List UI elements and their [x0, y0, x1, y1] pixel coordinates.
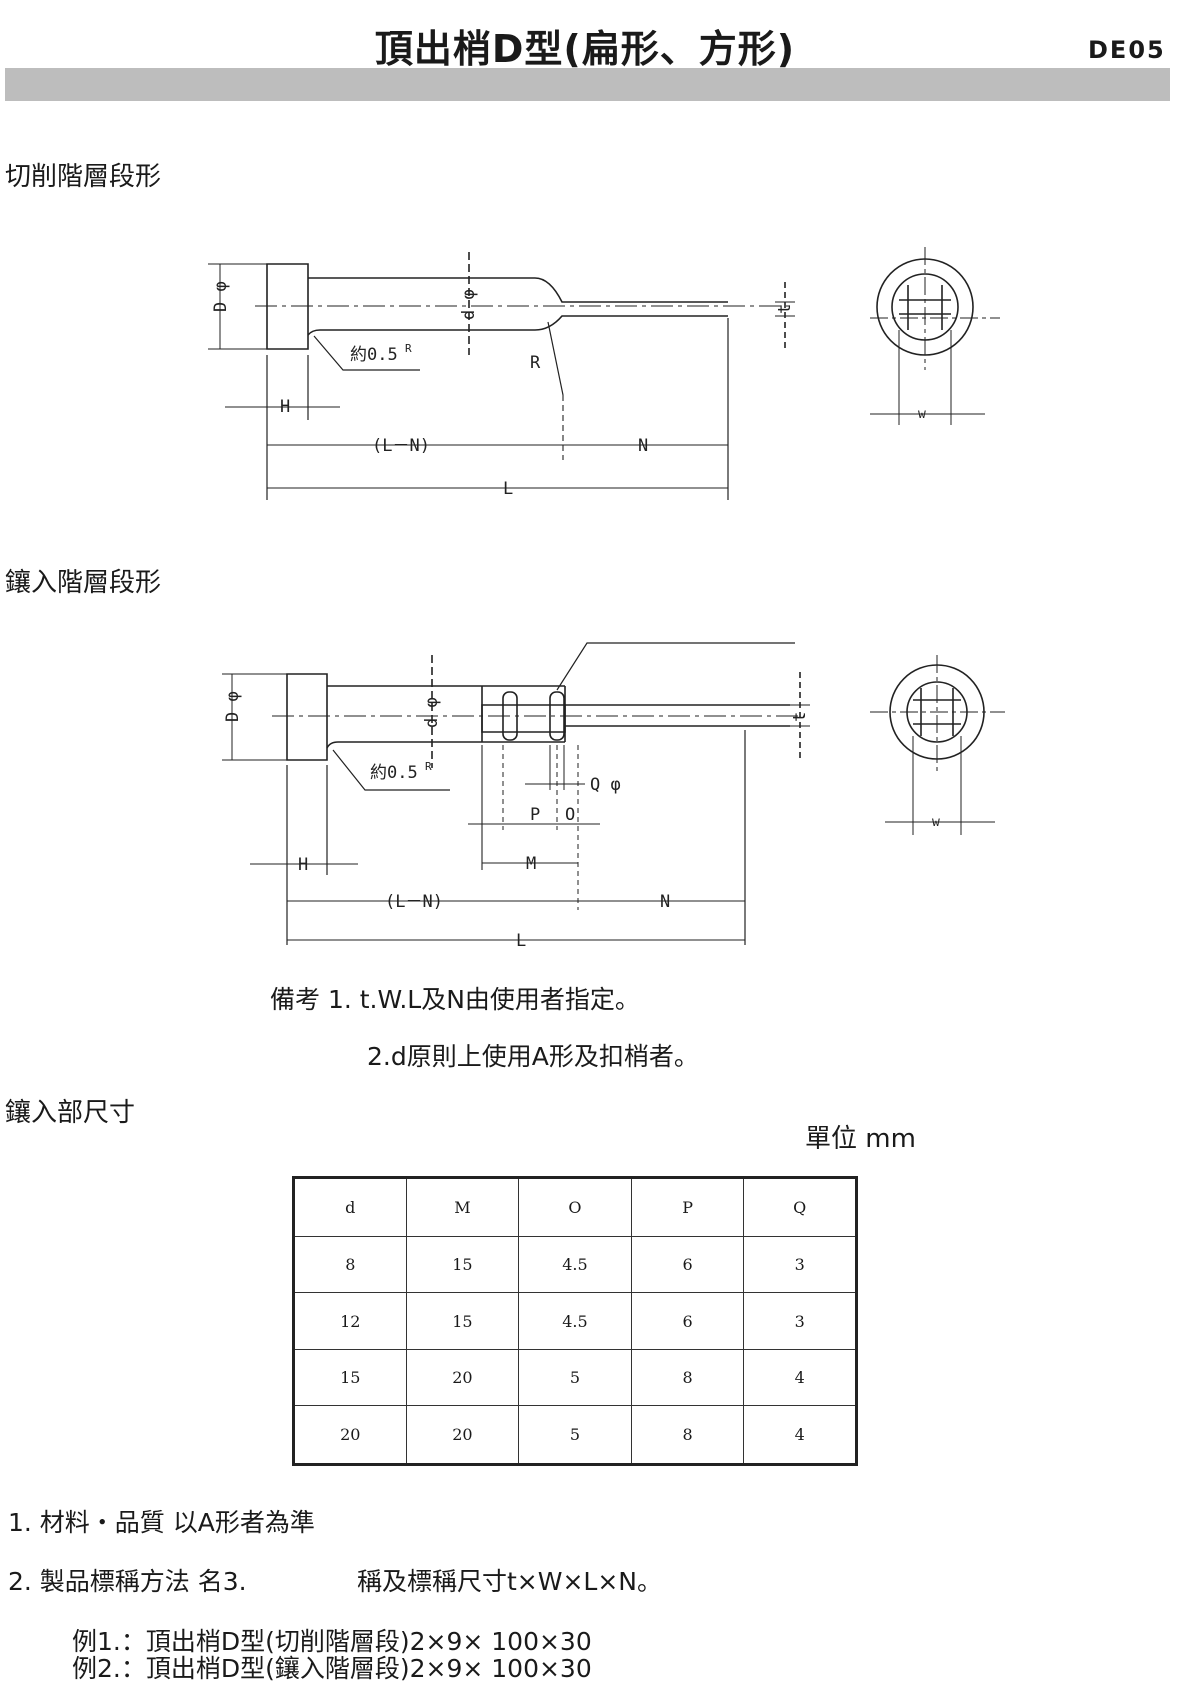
fig1-body-bottom — [308, 316, 728, 335]
page-code: DE05 — [1088, 36, 1166, 64]
fig2-P-label: P — [530, 805, 540, 825]
fig2-t-label: t — [790, 712, 810, 722]
section-cut-label: 切削階層段形 — [5, 162, 162, 192]
page-title: 頂出梢D型(扁形、方形) — [374, 27, 796, 71]
table-cell: 6 — [630, 1235, 745, 1294]
table-header-row: d M O P Q — [293, 1177, 857, 1237]
fig2-D-label: D φ — [223, 691, 243, 722]
fig1-R-label: R — [530, 353, 541, 373]
table-cell: 3 — [743, 1292, 857, 1350]
table-cell: 20 — [405, 1405, 520, 1465]
fig1-d-label: d φ — [459, 289, 479, 320]
figure-insert-stepped: D φ d φ 約0.5 R Q φ P O M H (L－N) N L t w — [0, 0, 1200, 951]
fig1-L-label: L — [503, 479, 513, 499]
fig1-H-label: H — [280, 397, 290, 417]
fig2-fillet-r: R — [425, 760, 432, 773]
figure-cut-stepped: D φ d φ 約0.5 R R H (L－N) N L t w — [0, 0, 1200, 520]
fig2-head — [287, 674, 327, 760]
fig2-O-label: O — [565, 805, 575, 825]
table-cell: 20 — [293, 1405, 407, 1465]
fig1-body-top — [308, 278, 728, 302]
fig2-Q-label: Q φ — [590, 775, 621, 795]
fig2-L-label: L — [516, 931, 526, 951]
table-cell: 4.5 — [518, 1292, 632, 1350]
table-row: 15 20 5 8 4 — [293, 1348, 857, 1407]
table-cell: 4 — [743, 1348, 857, 1407]
table-cell: 15 — [405, 1292, 520, 1350]
table-row: 12 15 4.5 6 3 — [293, 1292, 857, 1350]
table-header-Q: Q — [743, 1177, 857, 1237]
insert-dims-table: d M O P Q 8 15 4.5 6 3 12 15 4.5 6 3 15 … — [292, 1176, 858, 1466]
section-insert-dims-label: 鑲入部尺寸 — [5, 1098, 136, 1128]
example-1: 例1.：頂出梢D型(切削階層段)2×9× 100×30 — [72, 1627, 592, 1656]
note-naming-a: 2. 製品標稱方法 名3. — [8, 1567, 247, 1596]
fig1-D-label: D φ — [211, 281, 231, 312]
table-cell: 3 — [743, 1235, 857, 1294]
fig2-M-label: M — [526, 854, 536, 874]
fig1-t-label: t — [775, 304, 795, 314]
table-row: 8 15 4.5 6 3 — [293, 1235, 857, 1294]
fig1-N-label: N — [638, 436, 648, 456]
fig1-fillet-r: R — [405, 342, 412, 355]
fig2-LN-label: (L－N) — [385, 892, 443, 912]
fig1-LN-label: (L－N) — [372, 436, 430, 456]
note-material: 1. 材料・品質 以A形者為準 — [8, 1508, 315, 1537]
table-cell: 8 — [630, 1348, 745, 1407]
table-cell: 15 — [405, 1235, 520, 1294]
remark-2: 2.d原則上使用A形及扣梢者。 — [367, 1042, 699, 1071]
unit-label: 單位 mm — [805, 1124, 916, 1154]
table-cell: 6 — [630, 1292, 745, 1350]
table-cell: 8 — [630, 1405, 745, 1465]
table-header-P: P — [630, 1177, 745, 1237]
table-cell: 5 — [518, 1405, 632, 1465]
fig1-fillet-label: 約0.5 — [350, 345, 398, 365]
fig2-H-label: H — [298, 855, 308, 875]
remark-1: 備考 1. t.W.L及N由使用者指定。 — [270, 985, 640, 1014]
table-header-M: M — [405, 1177, 520, 1237]
title-bar — [5, 68, 1170, 101]
fig2-insert — [482, 705, 565, 732]
section-insert-label: 鑲入階層段形 — [5, 568, 162, 598]
table-cell: 5 — [518, 1348, 632, 1407]
table-cell: 15 — [293, 1348, 407, 1407]
fig1-w-label: w — [918, 407, 926, 422]
fig2-d-label: d φ — [422, 697, 442, 728]
table-cell: 4 — [743, 1405, 857, 1465]
table-row: 20 20 5 8 4 — [293, 1405, 857, 1465]
table-cell: 8 — [293, 1235, 407, 1294]
table-header-d: d — [293, 1177, 407, 1237]
fig2-fillet-label: 約0.5 — [370, 763, 418, 783]
table-header-O: O — [518, 1177, 632, 1237]
fig2-N-label: N — [660, 892, 670, 912]
table-cell: 12 — [293, 1292, 407, 1350]
table-cell: 20 — [405, 1348, 520, 1407]
note-naming-b: 稱及標稱尺寸t×W×L×N。 — [357, 1567, 662, 1596]
example-2: 例2.：頂出梢D型(鑲入階層段)2×9× 100×30 — [72, 1654, 592, 1683]
fig2-w-label: w — [932, 815, 940, 830]
table-cell: 4.5 — [518, 1235, 632, 1294]
